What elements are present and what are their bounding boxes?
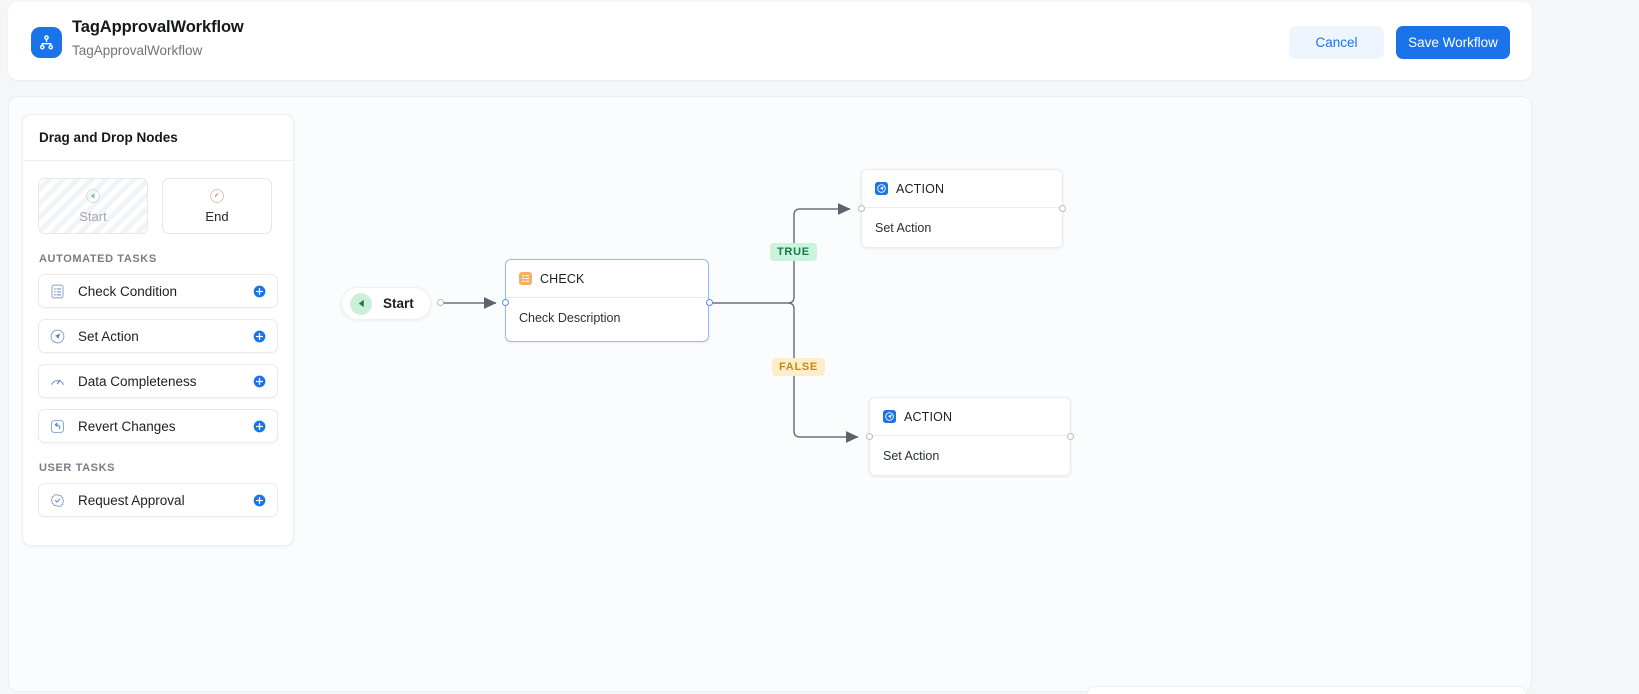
edge-label-false: FALSE — [772, 358, 825, 376]
canvas-node-start[interactable]: Start — [341, 287, 431, 320]
approval-check-icon — [49, 492, 66, 509]
palette-item-check-condition[interactable]: Check Condition — [38, 274, 278, 308]
start-output-handle[interactable] — [437, 299, 444, 306]
check-node-icon — [519, 272, 532, 285]
sidebar-title: Drag and Drop Nodes — [23, 115, 293, 161]
palette-item-request-approval[interactable]: Request Approval — [38, 483, 278, 517]
node-kind-label: ACTION — [904, 409, 953, 424]
canvas-node-action-true[interactable]: ACTION Set Action — [861, 169, 1063, 248]
palette-item-label: Revert Changes — [78, 418, 176, 434]
check-output-handle[interactable] — [706, 299, 713, 306]
palette-item-label: Data Completeness — [78, 373, 197, 389]
action-true-output-handle[interactable] — [1059, 205, 1066, 212]
workflow-hierarchy-icon — [31, 27, 62, 58]
section-label-automated: AUTOMATED TASKS — [39, 253, 157, 265]
node-description: Set Action — [883, 449, 940, 463]
canvas-node-action-false[interactable]: ACTION Set Action — [869, 397, 1071, 476]
play-triangle-icon — [350, 292, 372, 315]
app-header: TagApprovalWorkflow TagApprovalWorkflow … — [8, 2, 1532, 80]
palette-item-label: Set Action — [78, 328, 139, 344]
node-kind-label: CHECK — [540, 271, 585, 286]
cancel-button[interactable]: Cancel — [1289, 26, 1384, 59]
action-false-output-handle[interactable] — [1067, 433, 1074, 440]
section-label-user: USER TASKS — [39, 462, 116, 474]
node-header: ACTION — [862, 170, 1062, 208]
canvas-node-start-label: Start — [383, 296, 414, 311]
node-description: Check Description — [519, 311, 621, 325]
action-arrow-icon — [49, 328, 66, 345]
plus-circle-icon[interactable] — [253, 494, 266, 507]
play-triangle-icon — [85, 188, 101, 204]
edge-true-branch — [787, 203, 851, 304]
palette-item-set-action[interactable]: Set Action — [38, 319, 278, 353]
node-kind-label: ACTION — [896, 181, 945, 196]
offscreen-panel-edge — [1087, 686, 1527, 694]
edge-label-true: TRUE — [770, 243, 817, 261]
header-titles: TagApprovalWorkflow TagApprovalWorkflow — [72, 18, 244, 58]
plus-circle-icon[interactable] — [253, 420, 266, 433]
node-palette-sidebar: Drag and Drop Nodes Start End — [22, 114, 294, 546]
node-description: Set Action — [875, 221, 932, 235]
sidebar-body: Start End AUTOMATED TASKS — [23, 161, 293, 517]
edge-false-branch — [787, 302, 859, 443]
start-end-row: Start End — [38, 178, 278, 234]
palette-item-data-completeness[interactable]: Data Completeness — [38, 364, 278, 398]
plus-circle-icon[interactable] — [253, 285, 266, 298]
header-actions: Cancel Save Workflow — [1289, 26, 1510, 59]
plus-circle-icon[interactable] — [253, 375, 266, 388]
action-node-icon — [883, 410, 896, 423]
save-workflow-button[interactable]: Save Workflow — [1396, 26, 1510, 59]
page-title: TagApprovalWorkflow — [72, 18, 244, 36]
gauge-icon — [49, 373, 66, 390]
palette-item-label: Check Condition — [78, 283, 178, 299]
checklist-icon — [49, 283, 66, 300]
stop-pin-icon — [209, 188, 225, 204]
canvas-board[interactable]: Drag and Drop Nodes Start End — [8, 96, 1532, 692]
check-input-handle[interactable] — [502, 299, 509, 306]
plus-circle-icon[interactable] — [253, 330, 266, 343]
palette-item-revert-changes[interactable]: Revert Changes — [38, 409, 278, 443]
palette-start-card[interactable]: Start — [38, 178, 148, 234]
node-header: CHECK — [506, 260, 708, 298]
action-false-input-handle[interactable] — [866, 433, 873, 440]
page-subtitle: TagApprovalWorkflow — [72, 43, 203, 58]
palette-item-label: Request Approval — [78, 492, 185, 508]
palette-end-label: End — [205, 209, 229, 224]
flow-canvas[interactable]: Start CHECK Check Description TRUE FALSE — [9, 97, 1531, 691]
action-true-input-handle[interactable] — [858, 205, 865, 212]
canvas-node-check[interactable]: CHECK Check Description — [505, 259, 709, 342]
undo-arrow-icon — [49, 418, 66, 435]
palette-start-label: Start — [79, 209, 107, 224]
action-node-icon — [875, 182, 888, 195]
edges-layer — [439, 203, 859, 443]
palette-end-card[interactable]: End — [162, 178, 272, 234]
node-header: ACTION — [870, 398, 1070, 436]
